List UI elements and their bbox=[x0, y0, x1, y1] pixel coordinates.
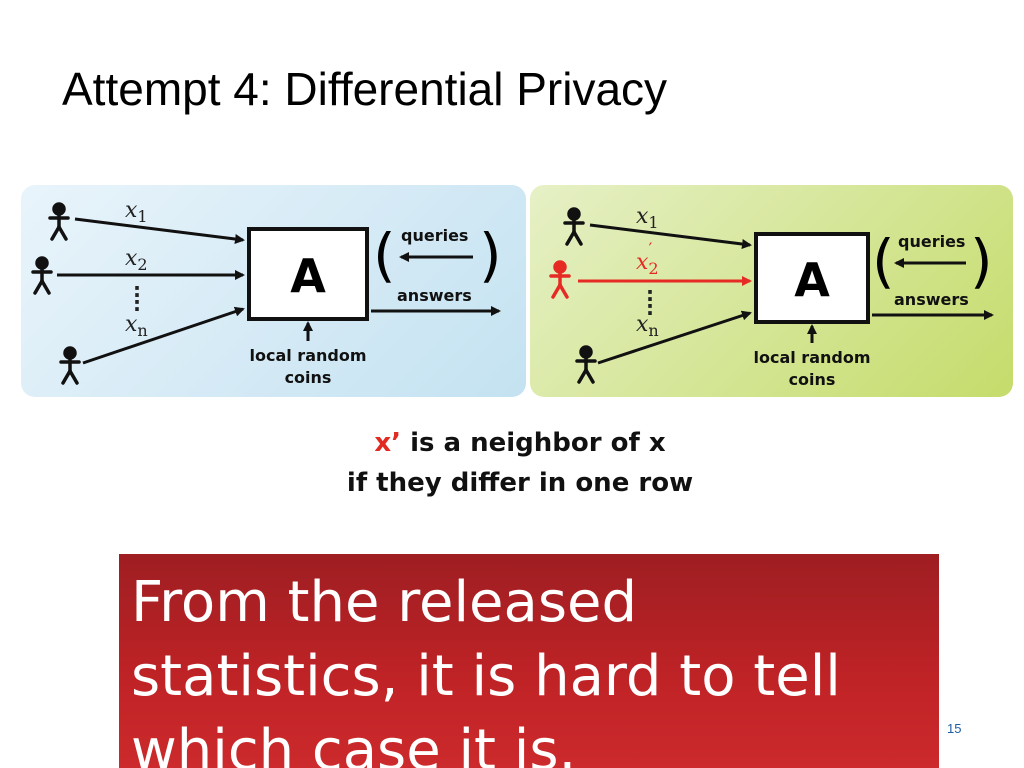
neighbor-symbol: x’ bbox=[374, 428, 402, 458]
person-icon bbox=[575, 345, 597, 384]
coins-label-line2: coins bbox=[789, 370, 836, 389]
neighbor-definition-line1: x’ is a neighbor of x bbox=[300, 428, 740, 458]
input-label-2: x2 bbox=[125, 246, 148, 274]
input-arrow bbox=[74, 217, 245, 244]
ellipsis-dots: : bbox=[646, 296, 654, 320]
input-label-1: x1 bbox=[125, 198, 148, 226]
open-paren: ( bbox=[872, 227, 895, 295]
input-label-2-neighbor: x2′ bbox=[636, 239, 659, 278]
diagram-neighbor-svg: x1 x2′ : : xn A ( ) queries answers loca… bbox=[549, 204, 994, 389]
person-icon bbox=[31, 256, 53, 295]
algorithm-box bbox=[754, 232, 870, 324]
algorithm-box-label: A bbox=[794, 253, 830, 307]
person-icon bbox=[563, 207, 585, 246]
person-icon-highlighted bbox=[549, 260, 571, 299]
coins-label-line1: local random bbox=[249, 346, 366, 365]
callout-text: From the released statistics, it is hard… bbox=[131, 570, 841, 768]
input-arrow bbox=[597, 310, 752, 365]
input-arrow bbox=[82, 306, 245, 365]
slide-title: Attempt 4: Differential Privacy bbox=[62, 63, 668, 115]
close-paren: ) bbox=[970, 227, 993, 295]
coins-label-line1: local random bbox=[753, 348, 870, 367]
input-label-n: xn bbox=[636, 312, 659, 340]
neighbor-definition-text: is a neighbor of x bbox=[401, 428, 666, 458]
person-icon bbox=[59, 346, 81, 385]
ellipsis-dots: : bbox=[646, 282, 654, 306]
neighbor-definition-line2: if they differ in one row bbox=[346, 468, 694, 498]
diagram-panel-neighbor: x1 x2′ : : xn A ( ) queries answers loca… bbox=[530, 185, 1013, 397]
algorithm-box bbox=[247, 227, 369, 321]
ellipsis-dots: : bbox=[133, 292, 141, 316]
person-icon bbox=[48, 202, 70, 241]
queries-label: queries bbox=[898, 232, 965, 251]
page-number: 15 bbox=[947, 721, 962, 736]
diagram-panel-original: x1 x2 : : xn A ( ) queries answers local… bbox=[21, 185, 526, 397]
coins-label-line2: coins bbox=[285, 368, 332, 387]
algorithm-box-label: A bbox=[290, 249, 326, 303]
answers-label: answers bbox=[894, 290, 969, 309]
close-paren: ) bbox=[479, 221, 502, 289]
input-arrow bbox=[589, 223, 752, 249]
open-paren: ( bbox=[373, 221, 396, 289]
answers-label: answers bbox=[397, 286, 472, 305]
input-label-1: x1 bbox=[636, 204, 659, 232]
callout-box: From the released statistics, it is hard… bbox=[119, 554, 939, 768]
input-label-n: xn bbox=[125, 312, 148, 340]
queries-label: queries bbox=[401, 226, 468, 245]
diagram-original-svg: x1 x2 : : xn A ( ) queries answers local… bbox=[31, 198, 502, 387]
ellipsis-dots: : bbox=[133, 278, 141, 302]
